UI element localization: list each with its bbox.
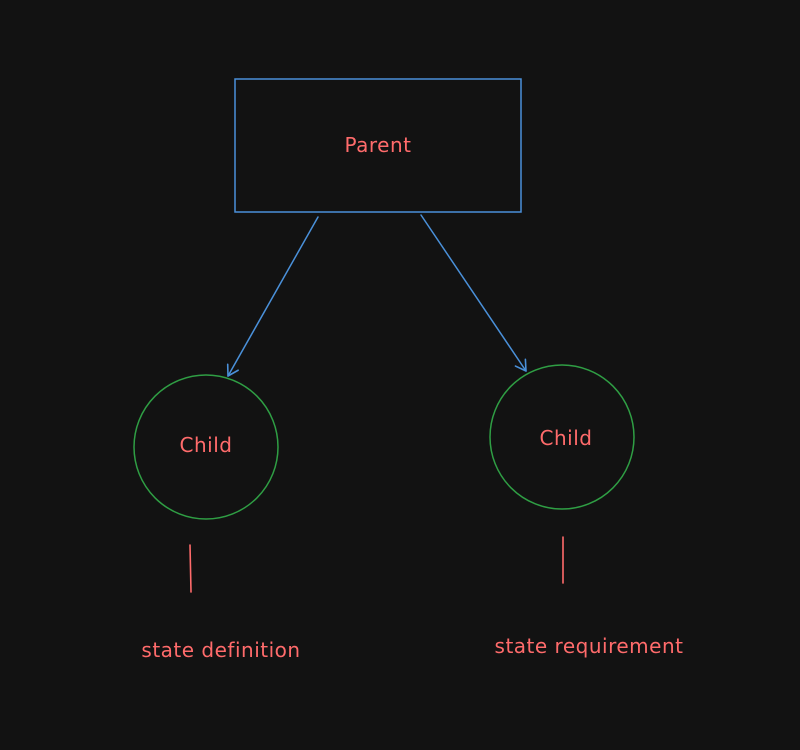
child-node-left: Child <box>133 374 279 520</box>
parent-label: Parent <box>344 133 411 157</box>
parent-box <box>234 78 522 213</box>
child-circle-left <box>133 374 279 520</box>
child-label-left: Child <box>180 433 233 457</box>
child-node-right: Child <box>489 364 635 510</box>
connector-left <box>189 544 192 593</box>
child-label-right: Child <box>540 426 593 450</box>
arrow-to-left-child <box>226 216 319 377</box>
annotation-state-definition: state definition <box>141 638 300 662</box>
arrow-to-right-child <box>420 214 527 372</box>
annotation-state-requirement: state requirement <box>495 634 684 658</box>
parent-node: Parent <box>234 78 522 213</box>
child-circle-right <box>489 364 635 510</box>
